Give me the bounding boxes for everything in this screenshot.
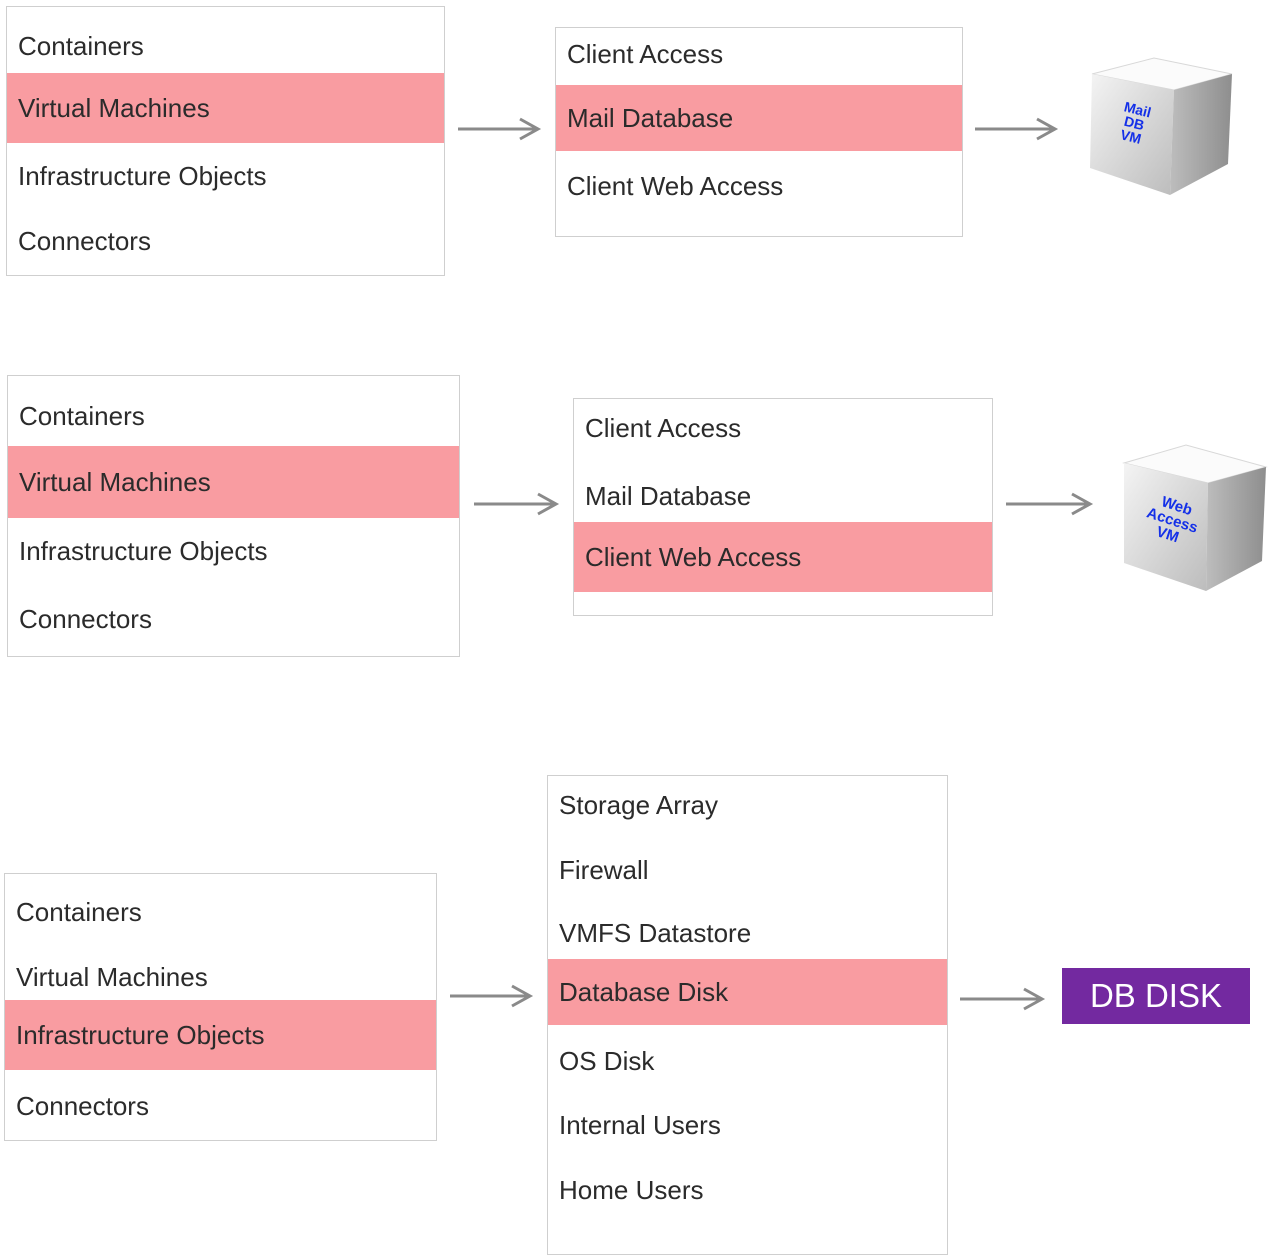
row1-cube-line-1: Mail (1122, 98, 1152, 120)
row1-cube-line-2: DB (1122, 113, 1146, 133)
row3-category-virtual-machines[interactable]: Virtual Machines (16, 962, 208, 992)
row2-object-list: Client Access Mail Database Client Web A… (573, 398, 993, 616)
row3-category-connectors[interactable]: Connectors (16, 1091, 149, 1121)
row3-category-list: Containers Virtual Machines Infrastructu… (4, 873, 437, 1141)
row2-category-infrastructure-objects[interactable]: Infrastructure Objects (19, 536, 268, 566)
row1-object-mail-database[interactable]: Mail Database (556, 85, 962, 151)
row2-category-connectors[interactable]: Connectors (19, 604, 152, 634)
row1-arrow-1 (458, 117, 542, 141)
row1-category-containers[interactable]: Containers (18, 31, 144, 61)
row3-object-database-disk[interactable]: Database Disk (548, 959, 947, 1025)
row1-mail-db-vm-cube-icon: Mail DB VM (1090, 57, 1233, 195)
row1-cube-line-3: VM (1119, 126, 1143, 147)
row1-object-list: Client Access Mail Database Client Web A… (555, 27, 963, 237)
row2-web-access-vm-cube-icon: Web Access VM (1122, 444, 1268, 591)
row3-arrow-1 (450, 984, 534, 1008)
row3-arrow-2 (960, 987, 1046, 1011)
row3-category-infrastructure-objects[interactable]: Infrastructure Objects (5, 1000, 436, 1070)
db-disk-label: DB DISK (1062, 968, 1250, 1024)
row2-object-mail-database[interactable]: Mail Database (585, 481, 752, 511)
row2-category-virtual-machines[interactable]: Virtual Machines (8, 446, 459, 518)
row3-object-list: Storage Array Firewall VMFS Datastore Da… (547, 775, 948, 1255)
row1-cube-label: Mail DB VM (1119, 98, 1153, 147)
row3-category-containers[interactable]: Containers (16, 897, 142, 927)
row1-arrow-2 (975, 117, 1059, 141)
row3-object-firewall[interactable]: Firewall (559, 855, 649, 885)
row1-object-client-access[interactable]: Client Access (567, 39, 724, 69)
row3-object-internal-users[interactable]: Internal Users (559, 1110, 721, 1140)
row3-object-vmfs-datastore[interactable]: VMFS Datastore (559, 918, 752, 948)
row2-cube-line-3: VM (1154, 523, 1181, 546)
row2-arrow-2 (1006, 492, 1094, 516)
row1-category-list: Containers Virtual Machines Infrastructu… (6, 6, 445, 276)
row2-object-client-access[interactable]: Client Access (585, 413, 742, 443)
row3-object-os-disk[interactable]: OS Disk (559, 1046, 655, 1076)
row2-object-client-web-access[interactable]: Client Web Access (574, 522, 992, 592)
row1-category-connectors[interactable]: Connectors (18, 226, 151, 256)
row1-object-client-web-access[interactable]: Client Web Access (567, 171, 784, 201)
row3-object-storage-array[interactable]: Storage Array (559, 790, 718, 820)
row1-category-infrastructure-objects[interactable]: Infrastructure Objects (18, 161, 267, 191)
row3-object-home-users[interactable]: Home Users (559, 1175, 704, 1205)
row2-category-list: Containers Virtual Machines Infrastructu… (7, 375, 460, 657)
row2-arrow-1 (474, 492, 560, 516)
row2-category-containers[interactable]: Containers (19, 401, 145, 431)
row1-category-virtual-machines[interactable]: Virtual Machines (7, 73, 444, 143)
